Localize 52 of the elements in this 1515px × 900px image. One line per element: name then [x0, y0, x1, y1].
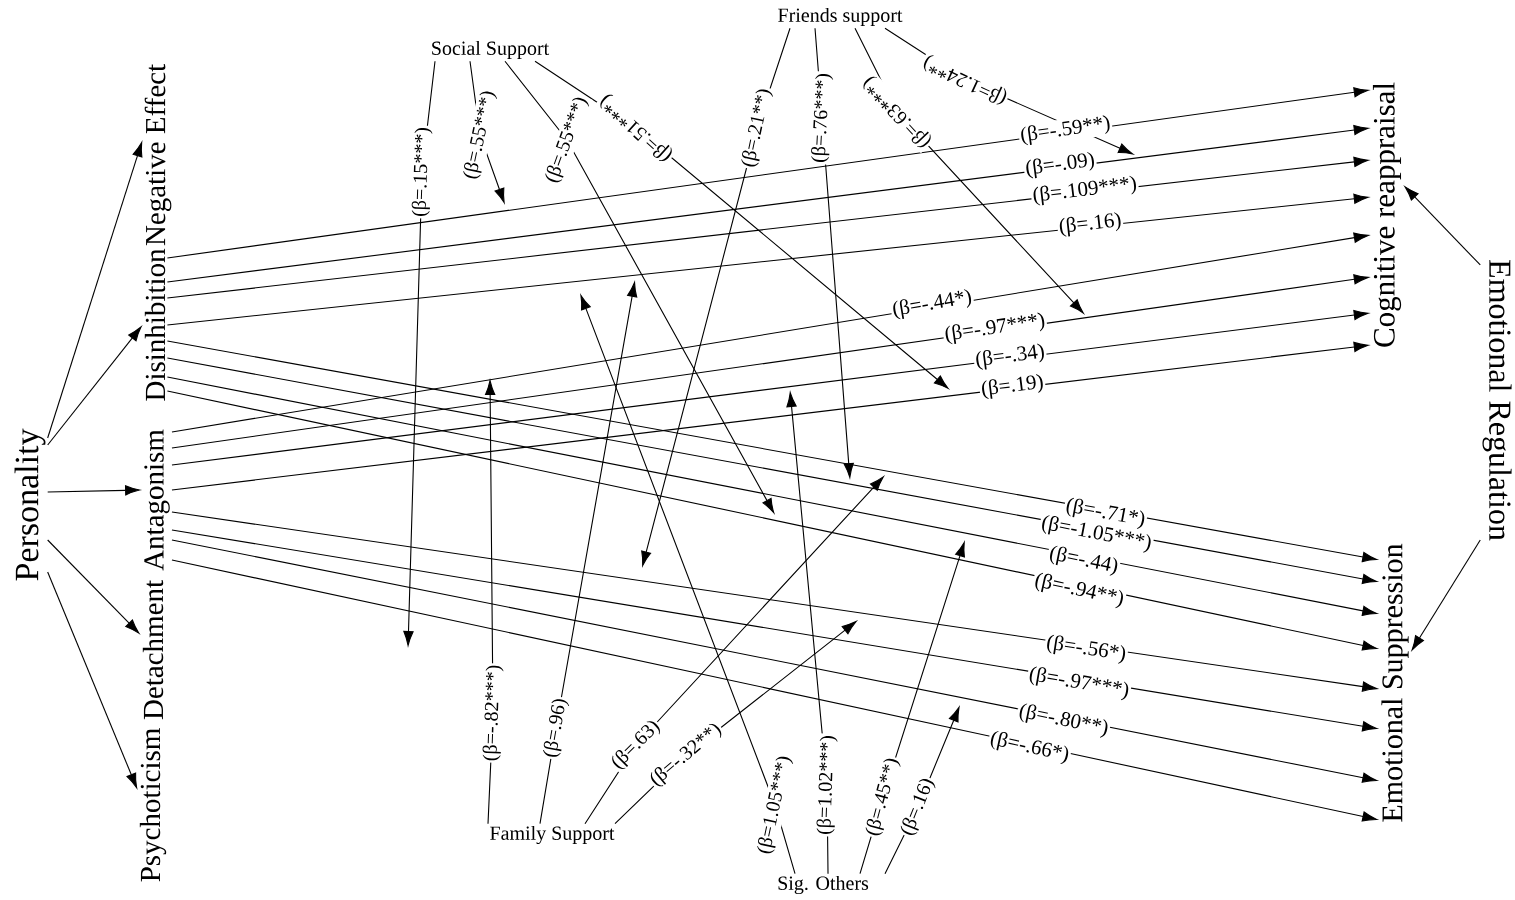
construct-label: Cognitive reappraisal — [1372, 82, 1402, 347]
construct-label: Negative Effect — [144, 64, 172, 246]
moderator-label: Social Support — [432, 40, 550, 60]
edge-label: (β=.16) — [1056, 209, 1125, 240]
arrow — [166, 390, 1378, 651]
arrow — [171, 511, 1378, 692]
edge-label: (β=.96) — [540, 695, 572, 761]
construct-label: Emotional Regulation — [1482, 260, 1512, 541]
arrow — [166, 376, 1378, 616]
arrow — [1404, 186, 1481, 266]
arrow — [171, 274, 1369, 449]
arrow — [166, 357, 1378, 585]
edge-label: (β=.15***) — [409, 125, 435, 219]
arrow — [539, 282, 638, 825]
construct-label: Antagonism — [144, 429, 170, 571]
arrow — [504, 60, 775, 514]
arrow — [47, 571, 138, 789]
construct-label: Disinhibition — [144, 248, 166, 401]
arrow — [47, 485, 140, 496]
moderator-label: Sig. Others — [778, 875, 869, 895]
edge-label: (β=-.82***) — [480, 662, 506, 764]
arrow — [171, 529, 1378, 732]
arrow — [166, 156, 1369, 299]
arrow — [580, 294, 796, 875]
arrow — [171, 341, 1369, 491]
construct-label: Personality — [14, 428, 46, 581]
arrow — [171, 559, 1378, 822]
edge-label: (β=-.59**) — [1017, 112, 1114, 148]
edge-label: (β=.19) — [978, 371, 1047, 402]
arrow — [171, 309, 1369, 466]
edge-label: (β=-.56*) — [1043, 631, 1129, 667]
arrow — [1411, 539, 1481, 651]
edge-label: (β=-.97***) — [1025, 663, 1133, 703]
arrow — [47, 539, 140, 634]
arrow — [166, 87, 1369, 259]
construct-label: Emotional Suppression — [1381, 543, 1409, 822]
arrow — [166, 193, 1369, 326]
edge-label: (β=.76***) — [808, 71, 836, 165]
construct-label: Detachment — [142, 580, 164, 720]
arrow — [47, 326, 142, 446]
arrow — [166, 124, 1369, 283]
edge-label: (β=1.02***) — [814, 733, 840, 837]
arrow — [166, 340, 1378, 563]
arrow — [171, 539, 1378, 783]
arrow — [171, 232, 1369, 433]
moderator-label: Friends support — [778, 7, 903, 27]
construct-label: Psychoticism — [139, 728, 167, 882]
edge-label: (β=-.34) — [972, 340, 1048, 373]
edge-label: (β=.55***) — [459, 87, 501, 183]
edge-label: (β=.21**) — [737, 85, 777, 171]
moderator-label: Family Support — [490, 825, 615, 845]
arrow — [47, 141, 143, 439]
